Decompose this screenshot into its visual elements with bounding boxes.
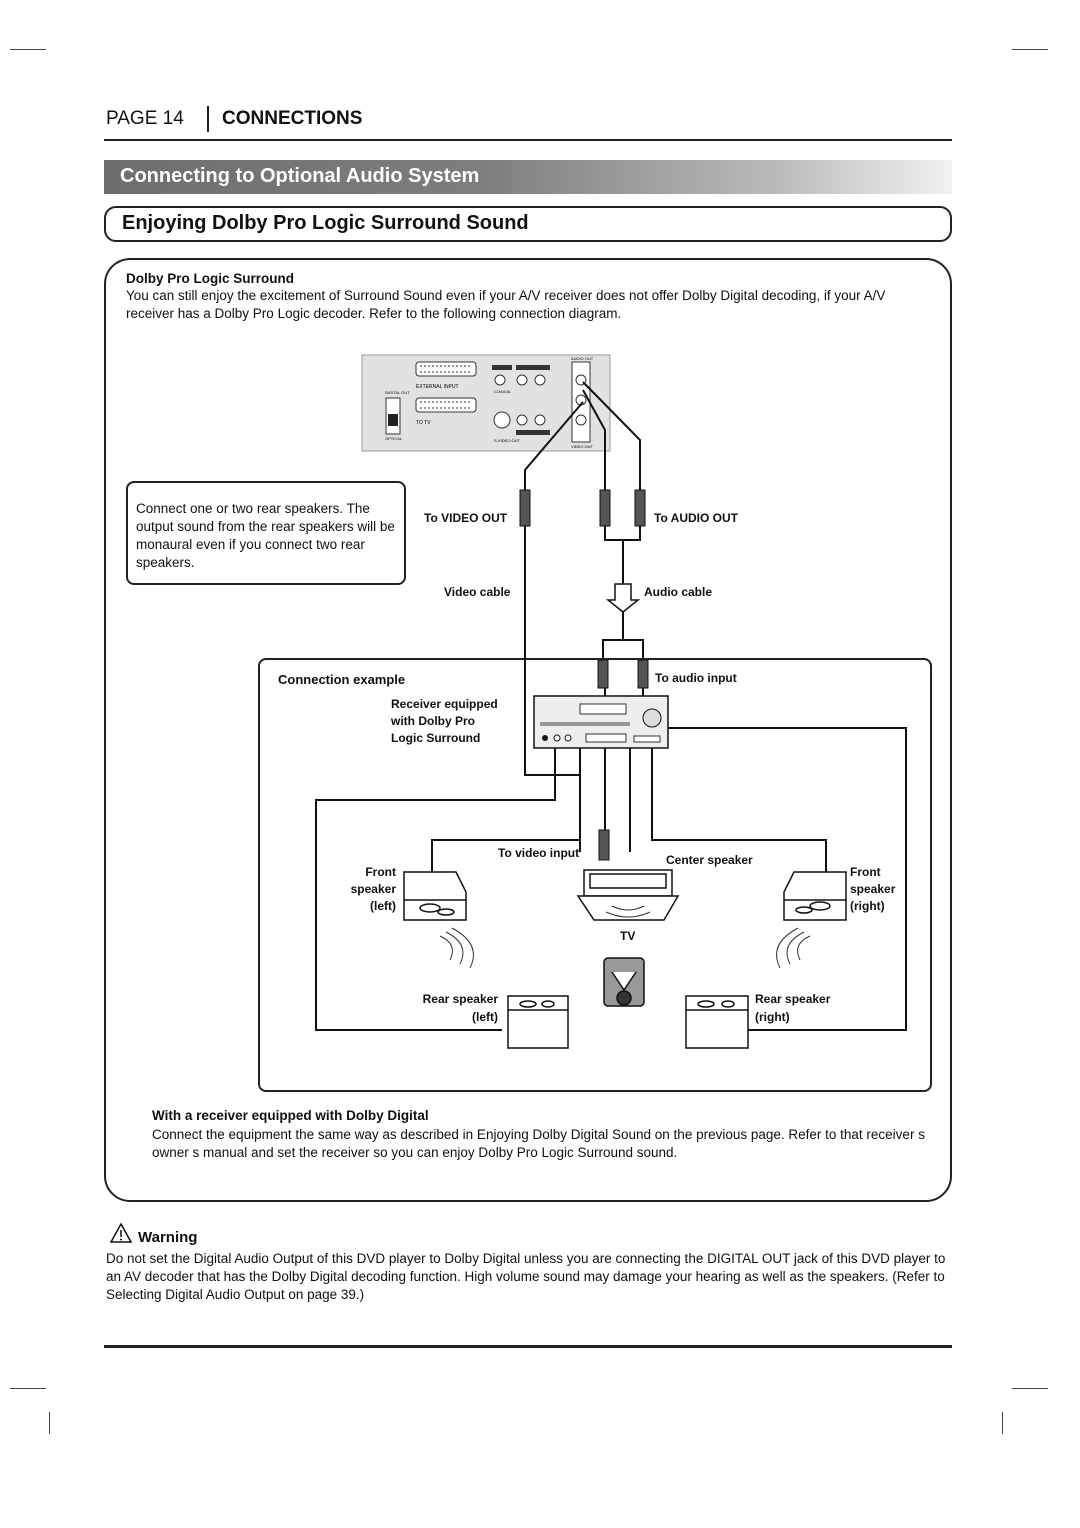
crop-mark bbox=[1012, 1388, 1048, 1389]
label-front-right-1: Front bbox=[850, 865, 881, 879]
label-receiver-2: with Dolby Pro bbox=[391, 714, 475, 728]
page-number: PAGE 14 bbox=[106, 108, 184, 129]
section-title-wrap: CONNECTIONS bbox=[218, 108, 362, 130]
label-front-right-2: speaker bbox=[850, 882, 896, 896]
page-header: PAGE 14 bbox=[106, 108, 184, 130]
label-rear-right-2: (right) bbox=[755, 1010, 790, 1024]
header-separator bbox=[207, 106, 209, 132]
dvd-back-panel bbox=[361, 354, 611, 452]
rear-right-speaker-icon bbox=[685, 995, 749, 1049]
pro-logic-body: You can still enjoy the excitement of Su… bbox=[126, 288, 886, 321]
front-right-speaker-icon bbox=[783, 871, 847, 921]
panel-to-tv: TO TV bbox=[416, 420, 431, 426]
label-rear-right-1: Rear speaker bbox=[755, 992, 831, 1006]
receiver-icon bbox=[533, 695, 669, 749]
warning-heading: Warning bbox=[138, 1229, 198, 1246]
section-banner: Connecting to Optional Audio System bbox=[104, 160, 952, 194]
panel-external-input: EXTERNAL INPUT bbox=[416, 384, 459, 390]
center-speaker-tv-icon bbox=[576, 869, 680, 921]
section-title: CONNECTIONS bbox=[222, 108, 363, 129]
label-video-cable: Video cable bbox=[444, 585, 511, 599]
label-to-audio-input: To audio input bbox=[655, 671, 737, 685]
note-text: Connect one or two rear speakers. The ou… bbox=[136, 501, 395, 570]
label-connection-example: Connection example bbox=[278, 672, 406, 687]
connection-example-box bbox=[258, 658, 932, 1092]
crop-mark bbox=[10, 49, 46, 50]
cables bbox=[315, 381, 907, 1031]
label-receiver-3: Logic Surround bbox=[391, 731, 481, 745]
subtitle-box: Enjoying Dolby Pro Logic Surround Sound bbox=[104, 206, 952, 242]
panel-s-video: S-VIDEO OUT bbox=[494, 438, 521, 443]
banner-title: Connecting to Optional Audio System bbox=[120, 165, 480, 187]
dolby-digital-body: Connect the equipment the same way as de… bbox=[152, 1127, 925, 1160]
rear-speaker-note: Connect one or two rear speakers. The ou… bbox=[126, 481, 406, 585]
panel-audio-out: AUDIO OUT bbox=[571, 356, 594, 361]
crop-mark bbox=[10, 1388, 46, 1389]
footer-rule bbox=[104, 1345, 952, 1348]
front-left-speaker-icon bbox=[403, 871, 467, 921]
listener-icon bbox=[603, 957, 645, 1007]
label-center-speaker: Center speaker bbox=[666, 853, 753, 867]
subtitle: Enjoying Dolby Pro Logic Surround Sound bbox=[122, 212, 529, 234]
main-content-box bbox=[104, 258, 952, 1202]
sound-wave-icon bbox=[439, 905, 811, 969]
crop-mark bbox=[49, 1412, 50, 1434]
panel-video-out: VIDEO OUT bbox=[571, 444, 594, 449]
crop-mark bbox=[1012, 49, 1048, 50]
down-arrow-icon bbox=[605, 583, 641, 613]
label-rear-left-2: (left) bbox=[472, 1010, 498, 1024]
label-receiver-1: Receiver equipped bbox=[391, 697, 498, 711]
label-tv: TV bbox=[620, 929, 636, 943]
label-front-left-3: (left) bbox=[370, 899, 396, 913]
label-to-audio-out: To AUDIO OUT bbox=[654, 511, 738, 525]
header-rule bbox=[104, 139, 952, 141]
pro-logic-heading: Dolby Pro Logic Surround bbox=[126, 271, 294, 286]
panel-optical: OPTICAL bbox=[385, 436, 403, 441]
rear-left-speaker-icon bbox=[507, 995, 569, 1049]
label-rear-left-1: Rear speaker bbox=[422, 992, 498, 1006]
crop-mark bbox=[1002, 1412, 1003, 1434]
label-to-video-input: To video input bbox=[498, 846, 580, 860]
label-to-video-out: To VIDEO OUT bbox=[424, 511, 508, 525]
rca-plugs bbox=[519, 489, 649, 861]
label-front-right-3: (right) bbox=[850, 899, 885, 913]
panel-digital-out: DIGITAL OUT bbox=[385, 390, 410, 395]
label-front-left-2: speaker bbox=[350, 882, 396, 896]
label-front-left-1: Front bbox=[365, 865, 396, 879]
panel-coaxial: COAXIAL bbox=[494, 389, 512, 394]
label-audio-cable: Audio cable bbox=[644, 585, 713, 599]
dolby-digital-heading: With a receiver equipped with Dolby Digi… bbox=[152, 1108, 429, 1123]
warning-body: Do not set the Digital Audio Output of t… bbox=[106, 1251, 946, 1302]
